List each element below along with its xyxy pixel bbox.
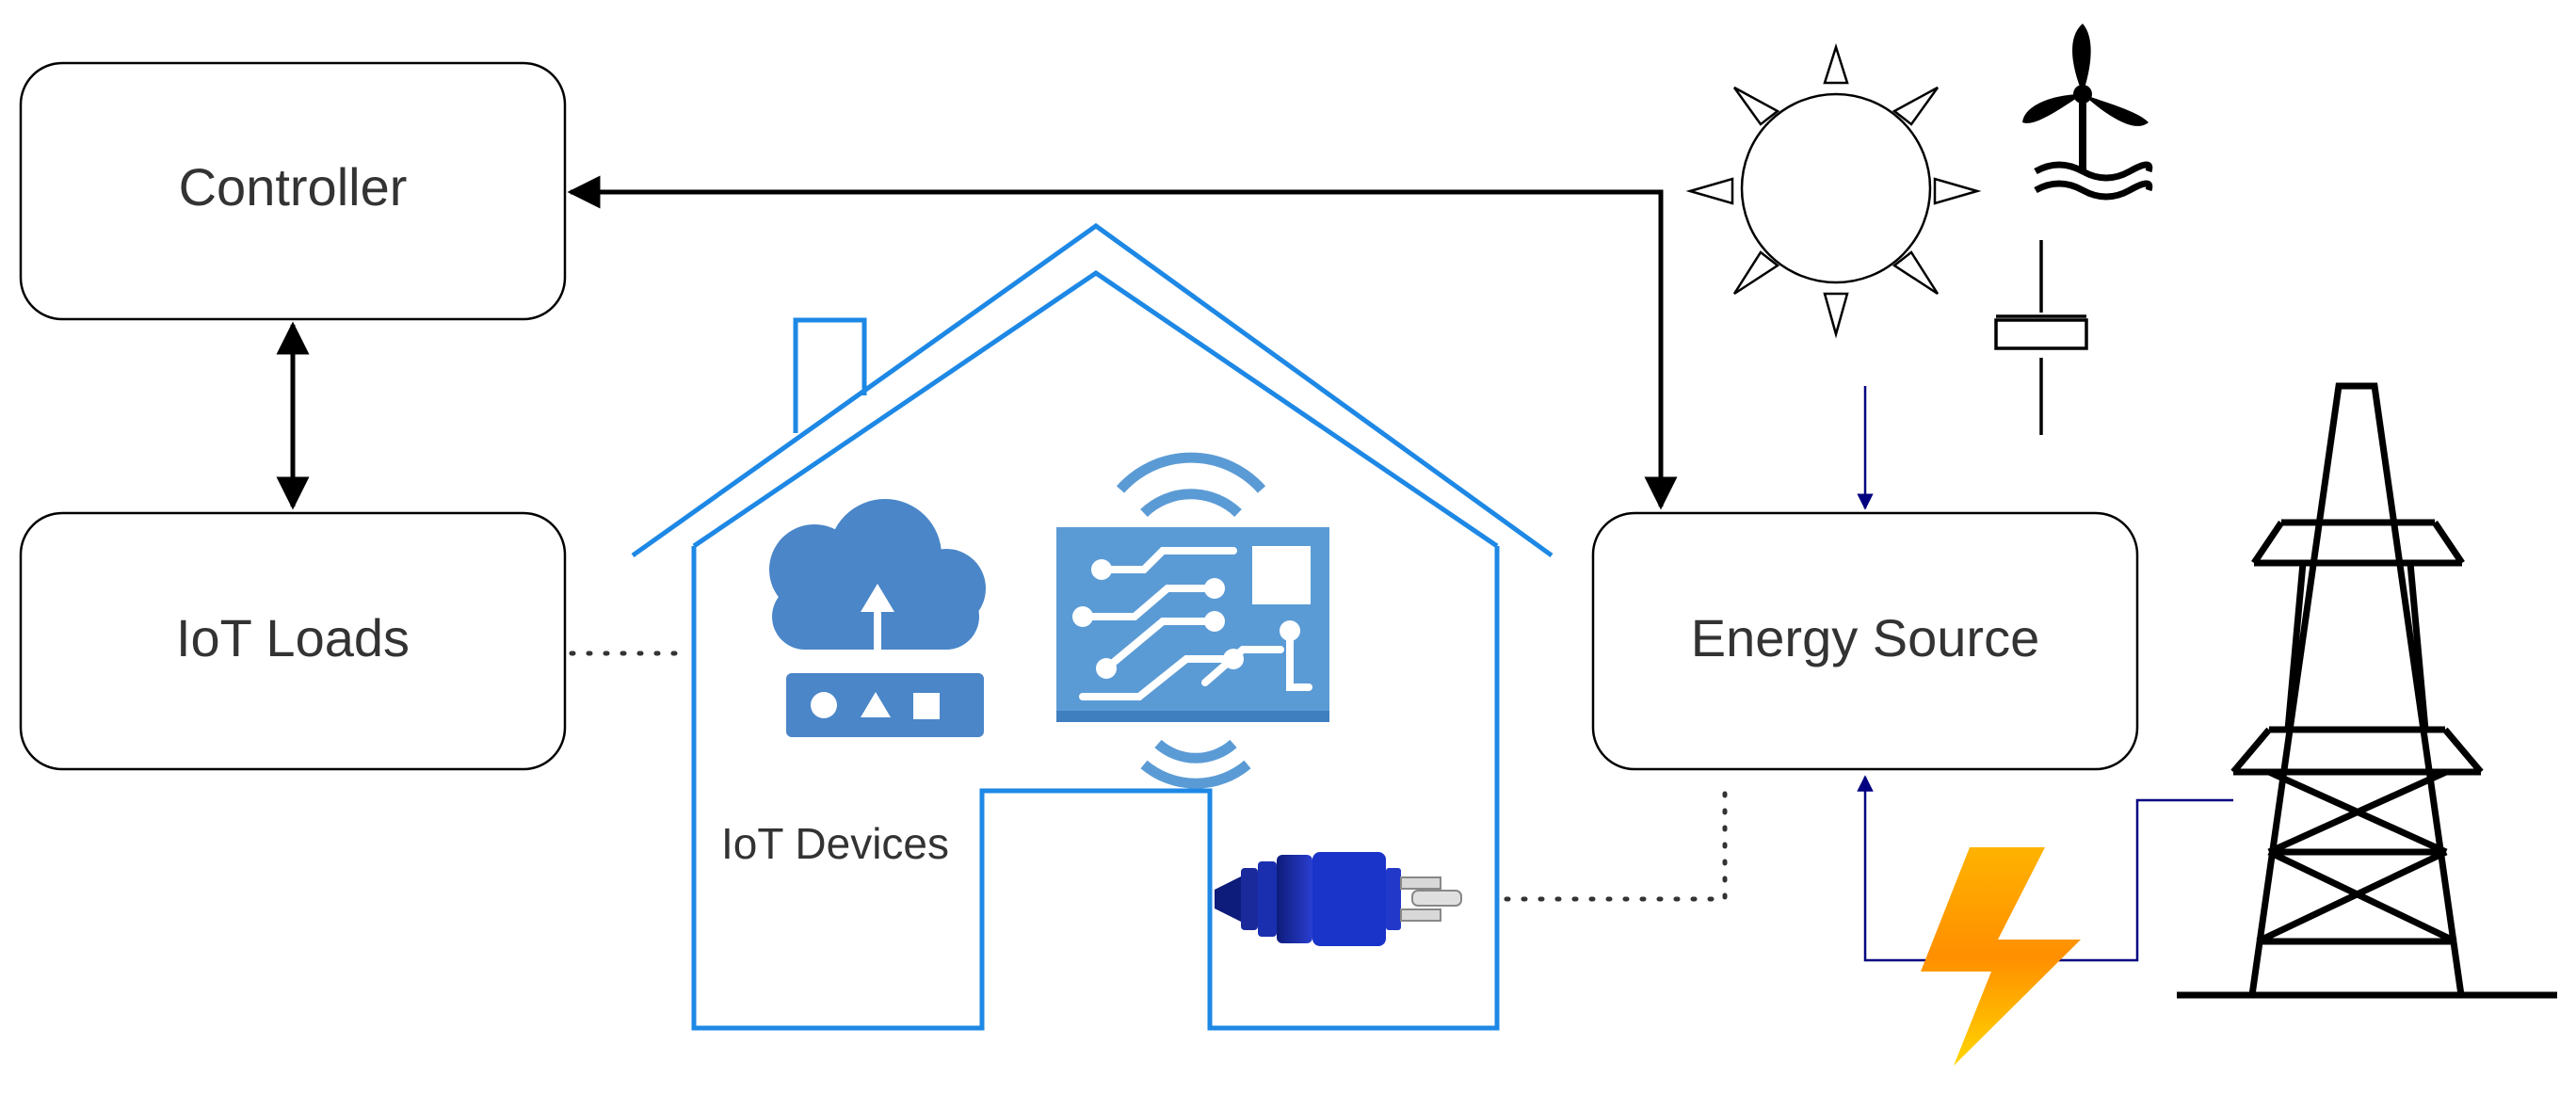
iot-loads-box: IoT Loads xyxy=(19,511,567,771)
house-chimney xyxy=(793,317,867,433)
battery-icon xyxy=(1994,240,2088,435)
power-plug-icon xyxy=(1215,852,1462,946)
wireless-circuit-board-icon xyxy=(1056,452,1329,789)
cloud-upload-router-icon xyxy=(769,499,986,737)
energy-source-box: Energy Source xyxy=(1591,511,2139,771)
wind-turbine-icon xyxy=(2022,24,2153,201)
energy-source-label: Energy Source xyxy=(1691,608,2039,667)
house-outline xyxy=(631,222,1554,1031)
plug-energy-source-connector xyxy=(1504,777,1728,902)
sun-icon xyxy=(1685,42,1982,339)
iot-devices-label: IoT Devices xyxy=(721,819,949,868)
controller-box: Controller xyxy=(19,61,567,321)
controller-energy-source-arrow xyxy=(567,175,1678,510)
lightning-bolt-icon xyxy=(1921,847,2081,1066)
grid-energy-source-arrow xyxy=(1857,775,2233,962)
controller-label: Controller xyxy=(179,157,408,217)
iot-loads-label: IoT Loads xyxy=(176,608,410,667)
transmission-tower-icon xyxy=(2177,382,2557,999)
